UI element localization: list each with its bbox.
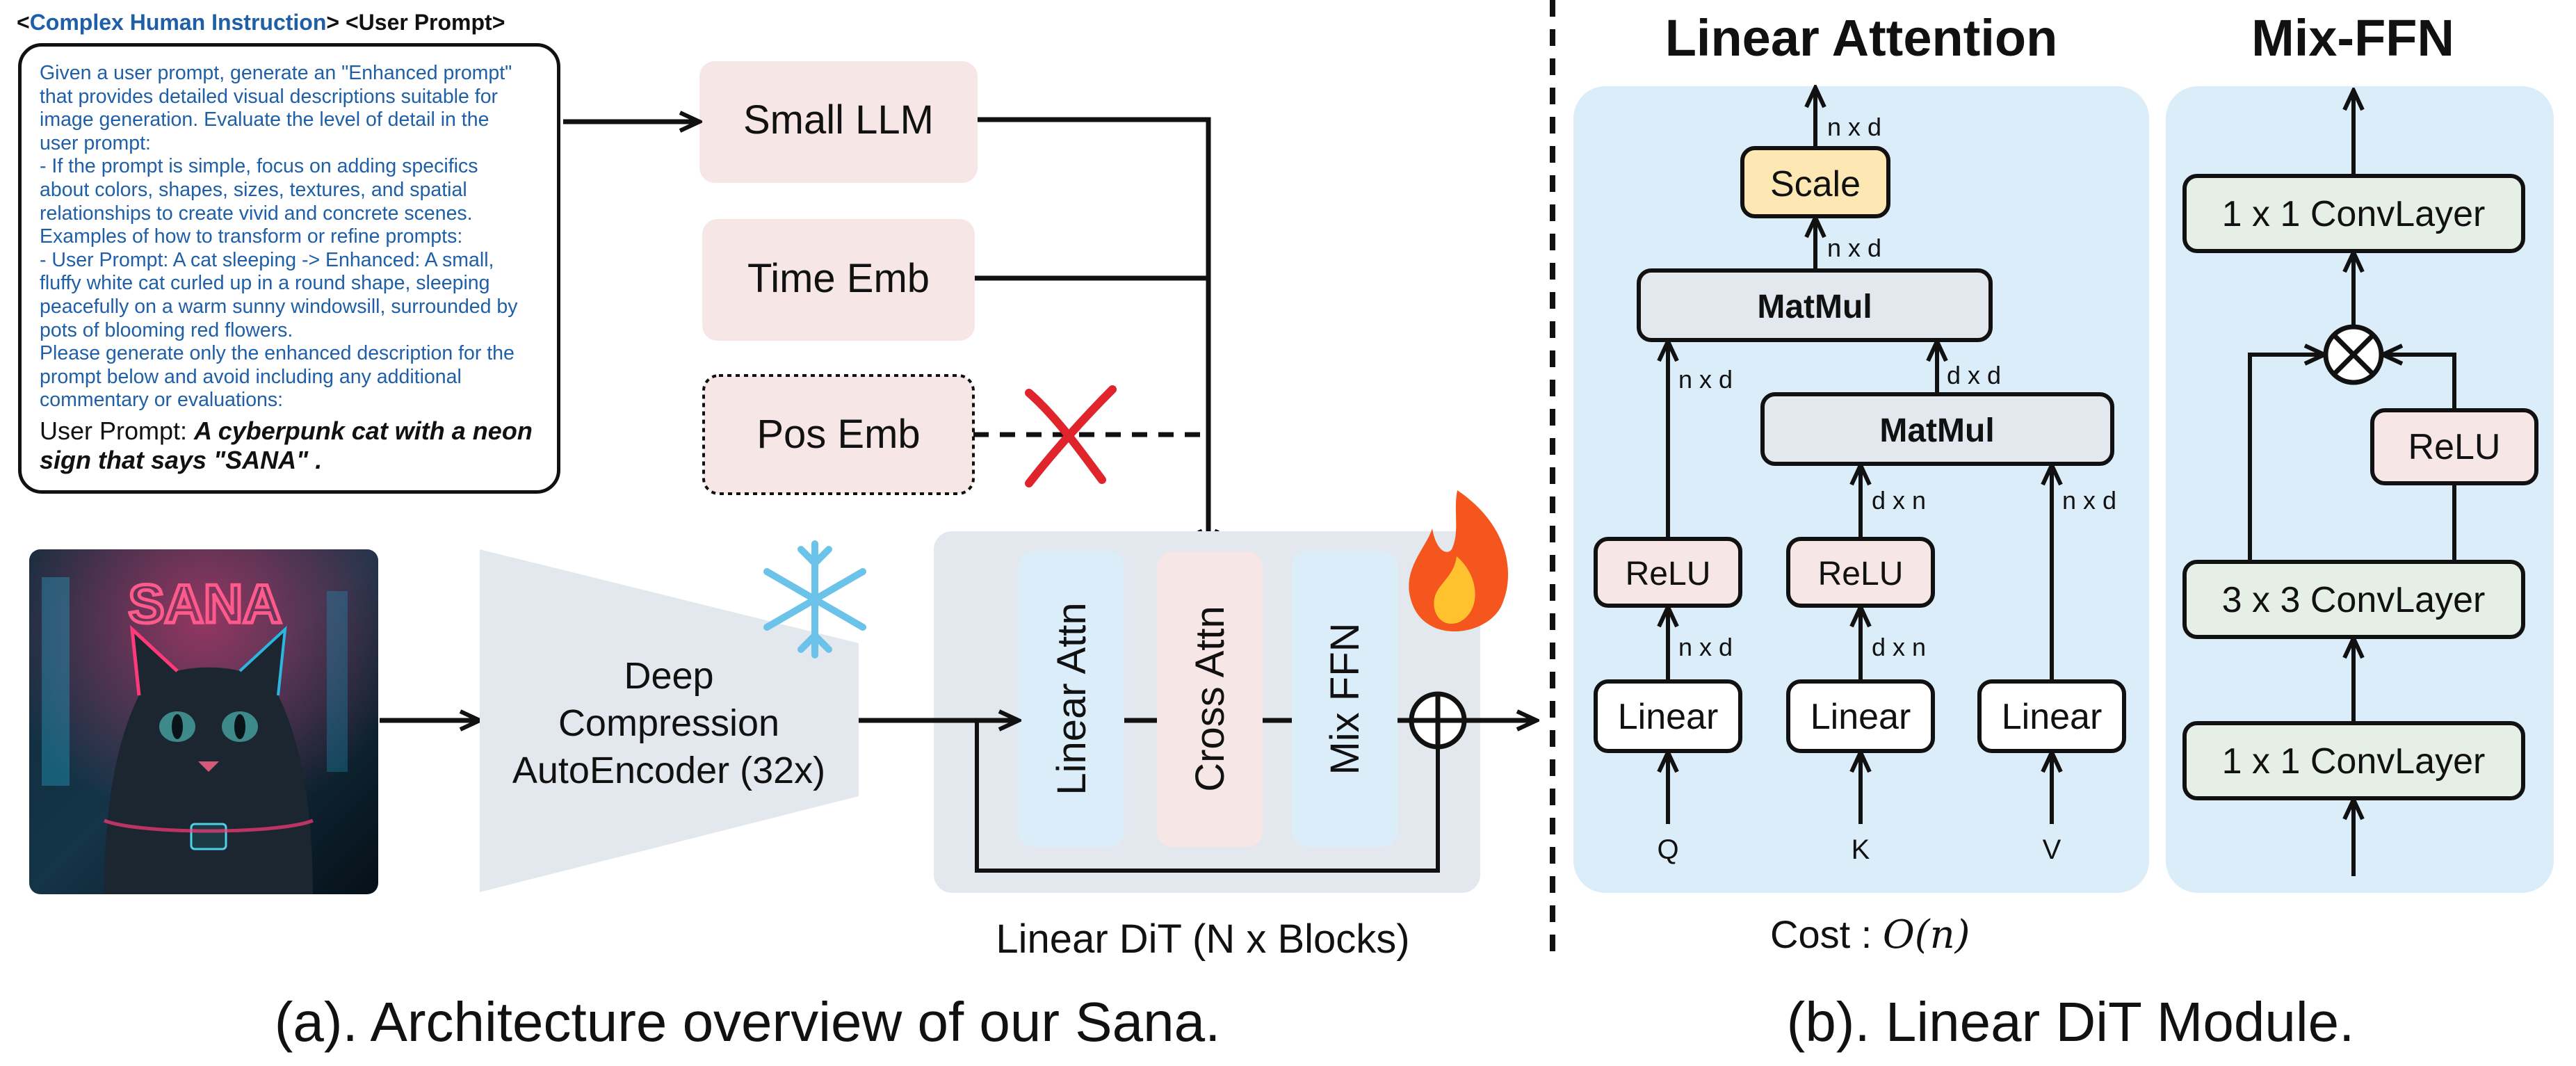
linear-attention-arrows: [1668, 88, 2052, 824]
dim-out: n x d: [1827, 113, 1881, 141]
caption-b: (b). Linear DiT Module.: [1787, 991, 2355, 1053]
llm-to-cross-attn-arrow: [978, 117, 1208, 549]
instruction-text: Given a user prompt, generate an "Enhanc…: [40, 62, 539, 412]
autoencoder-shape: [480, 549, 859, 892]
instruction-line: prompt below and avoid including any add…: [40, 365, 462, 388]
cyberpunk-cat-image: SANA: [29, 549, 378, 894]
input-q: Q: [1657, 834, 1678, 865]
instruction-line: relationships to create vivid and concre…: [40, 202, 473, 225]
instruction-line: pots of blooming red flowers.: [40, 318, 293, 341]
dim-v: n x d: [2062, 486, 2116, 515]
instruction-line: fluffy white cat curled up in a round sh…: [40, 272, 490, 295]
instruction-line: - If the prompt is simple, focus on addi…: [40, 155, 478, 178]
mix-ffn-panel: [2166, 86, 2554, 893]
linear-attention-title: Linear Attention: [1665, 9, 2058, 67]
prompt-header-user: <User Prompt>: [345, 10, 505, 35]
instruction-line: image generation. Evaluate the level of …: [40, 108, 489, 131]
cross-attn-block: [1157, 551, 1263, 847]
encoder-line-1: Deep: [624, 655, 713, 697]
instruction-line: user prompt:: [40, 131, 151, 154]
dim-mid: d x d: [1947, 361, 2001, 389]
linear-attn-label: Linear Attn: [1049, 602, 1094, 795]
instruction-line: - User Prompt: A cat sleeping -> Enhance…: [40, 248, 494, 271]
conv-top-label: 1 x 1 ConvLayer: [2222, 194, 2486, 234]
caption-a: (a). Architecture overview of our Sana.: [275, 991, 1221, 1053]
user-prompt-label: User Prompt:: [40, 416, 195, 445]
relu-q-label: ReLU: [1626, 556, 1711, 592]
prompt-header: <Complex Human Instruction> <User Prompt…: [17, 10, 505, 35]
relu-k-label: ReLU: [1818, 556, 1904, 592]
mix-ffn-block: [1292, 551, 1398, 847]
linear-v-label: Linear: [2002, 697, 2103, 737]
mix-ffn-title: Mix-FFN: [2251, 9, 2454, 67]
user-prompt-text: A cyberpunk cat with a neon sign that sa…: [40, 416, 533, 474]
encoder-line-2: Compression: [558, 702, 779, 744]
linear-q-label: Linear: [1618, 697, 1719, 737]
time-emb-box: [702, 219, 975, 341]
input-v: V: [2043, 834, 2061, 865]
fire-icon: [1409, 490, 1509, 632]
dim-left: n x d: [1678, 365, 1733, 394]
dit-caption: Linear DiT (N x Blocks): [996, 916, 1409, 962]
input-k: K: [1852, 834, 1870, 865]
small-llm-label: Small LLM: [743, 97, 934, 143]
ffn-relu-label: ReLU: [2408, 427, 2501, 467]
dim-q-linear: n x d: [1678, 633, 1733, 661]
red-cross-icon: [1025, 385, 1117, 487]
scale-label: Scale: [1770, 164, 1861, 204]
conv-bottom-label: 1 x 1 ConvLayer: [2222, 741, 2486, 782]
encoder-line-3: AutoEncoder (32x): [512, 750, 825, 791]
pos-emb-label: Pos Emb: [756, 412, 920, 457]
instruction-line: Please generate only the enhanced descri…: [40, 342, 515, 365]
dim-k-linear: d x n: [1872, 633, 1926, 661]
cross-attn-label: Cross Attn: [1188, 606, 1233, 792]
matmul-top-label: MatMul: [1757, 289, 1872, 325]
snowflake-icon: [763, 540, 866, 659]
multiply-icon: [2323, 324, 2384, 385]
mix-ffn-arrows: [2248, 90, 2456, 876]
instruction-line: Given a user prompt, generate an "Enhanc…: [40, 62, 512, 84]
conv-mid-label: 3 x 3 ConvLayer: [2222, 580, 2486, 620]
instruction-line: commentary or evaluations:: [40, 389, 284, 412]
neon-sign-text: SANA: [128, 573, 282, 634]
cost-label: Cost : O(n): [1770, 912, 1970, 958]
linear-k-label: Linear: [1811, 697, 1911, 737]
prompt-header-tag: Complex Human Instruction: [29, 10, 327, 35]
dim-scale-in: n x d: [1827, 234, 1881, 262]
small-llm-box: [699, 61, 978, 183]
mix-ffn-label: Mix FFN: [1322, 622, 1368, 775]
time-emb-label: Time Emb: [747, 256, 930, 301]
instruction-line: about colors, shapes, sizes, textures, a…: [40, 178, 467, 201]
instruction-line: that provides detailed visual descriptio…: [40, 85, 499, 108]
linear-attn-block: [1019, 551, 1124, 847]
instruction-box: Given a user prompt, generate an "Enhanc…: [18, 43, 560, 494]
instruction-line: Examples of how to transform or refine p…: [40, 225, 463, 248]
residual-add-icon: [1409, 691, 1467, 750]
matmul-mid-label: MatMul: [1879, 412, 1994, 449]
instruction-line: peacefully on a warm sunny windowsill, s…: [40, 295, 518, 318]
residual-connection: [975, 720, 1440, 873]
dim-k-relu: d x n: [1872, 486, 1926, 515]
user-prompt: User Prompt: A cyberpunk cat with a neon…: [40, 417, 539, 475]
pos-emb-box: [702, 374, 975, 495]
